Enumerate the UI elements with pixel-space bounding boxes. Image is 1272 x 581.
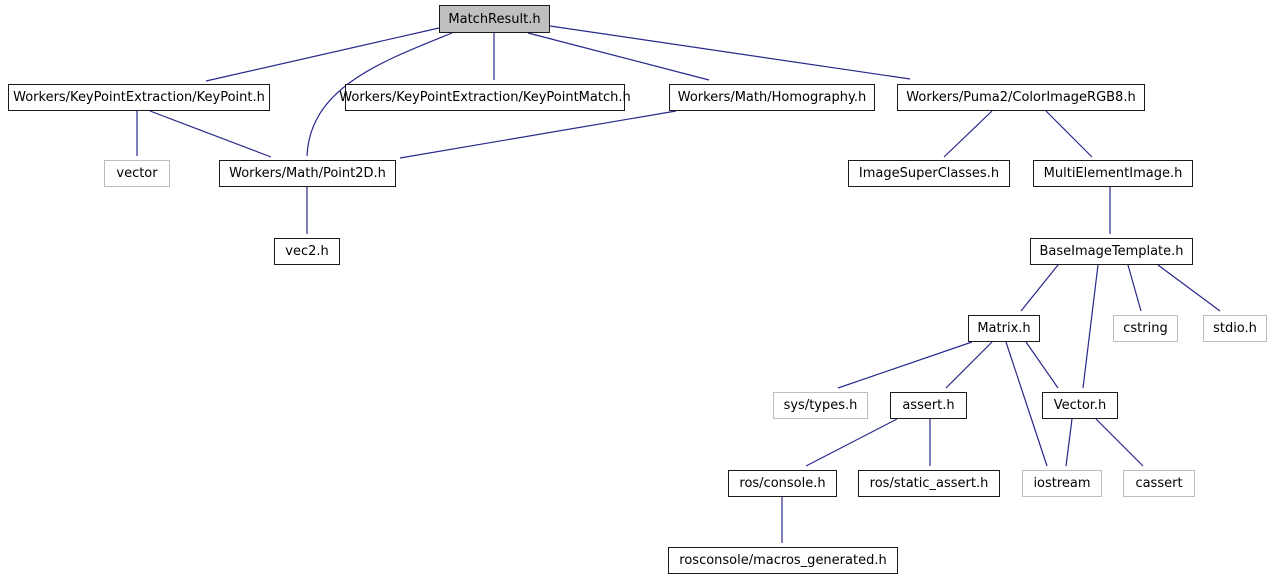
edge-vectorh-cassert	[1095, 418, 1144, 467]
node-cstring: cstring	[1113, 315, 1178, 342]
node-rosstaticassert[interactable]: ros/static_assert.h	[858, 470, 1000, 497]
edge-match-result-keypoint	[205, 27, 440, 82]
node-systypes: sys/types.h	[773, 392, 868, 419]
edge-colorimagergb8-imagesuperclasses	[943, 110, 993, 158]
node-vector-std: vector	[104, 160, 170, 187]
node-matrix[interactable]: Matrix.h	[968, 315, 1040, 342]
node-imagesuperclasses[interactable]: ImageSuperClasses.h	[848, 160, 1010, 187]
edge-baseimagetemplate-stdio	[1157, 264, 1221, 312]
node-stdio: stdio.h	[1203, 315, 1267, 342]
edge-vectorh-iostream	[1065, 418, 1073, 467]
node-point2d[interactable]: Workers/Math/Point2D.h	[219, 160, 396, 187]
node-iostream: iostream	[1022, 470, 1102, 497]
node-homography[interactable]: Workers/Math/Homography.h	[669, 84, 875, 111]
node-colorimagergb8[interactable]: Workers/Puma2/ColorImageRGB8.h	[897, 84, 1145, 111]
node-multielementimage[interactable]: MultiElementImage.h	[1033, 160, 1193, 187]
edge-assert-rosconsole	[805, 418, 898, 467]
node-vectorh[interactable]: Vector.h	[1042, 392, 1118, 419]
edge-baseimagetemplate-vectorh	[1082, 264, 1099, 389]
node-keypointmatch[interactable]: Workers/KeyPointExtraction/KeyPointMatch…	[339, 84, 631, 111]
edge-matrix-assert	[945, 341, 993, 389]
edge-group	[136, 25, 1221, 543]
edge-matrix-systypes	[837, 341, 973, 389]
node-assert[interactable]: assert.h	[890, 392, 967, 419]
edge-match-result-colorimagergb8	[549, 25, 911, 80]
node-keypoint[interactable]: Workers/KeyPointExtraction/KeyPoint.h	[8, 84, 270, 111]
node-baseimagetemplate[interactable]: BaseImageTemplate.h	[1030, 238, 1193, 265]
node-vec2[interactable]: vec2.h	[274, 238, 340, 265]
edge-homography-point2d	[399, 110, 677, 159]
edge-keypoint-point2d	[149, 110, 272, 158]
node-rosconsole[interactable]: ros/console.h	[728, 470, 837, 497]
node-macros-generated[interactable]: rosconsole/macros_generated.h	[668, 547, 898, 574]
edge-match-result-homography	[527, 32, 710, 81]
edge-match-result-point2d	[306, 32, 453, 157]
edge-baseimagetemplate-matrix	[1020, 264, 1059, 312]
edge-baseimagetemplate-cstring	[1127, 264, 1142, 312]
node-cassert: cassert	[1123, 470, 1195, 497]
edge-matrix-vectorh	[1025, 341, 1059, 389]
node-match-result: MatchResult.h	[439, 5, 550, 33]
edge-matrix-iostream	[1005, 341, 1048, 467]
edge-colorimagergb8-multielementimage	[1045, 110, 1093, 158]
